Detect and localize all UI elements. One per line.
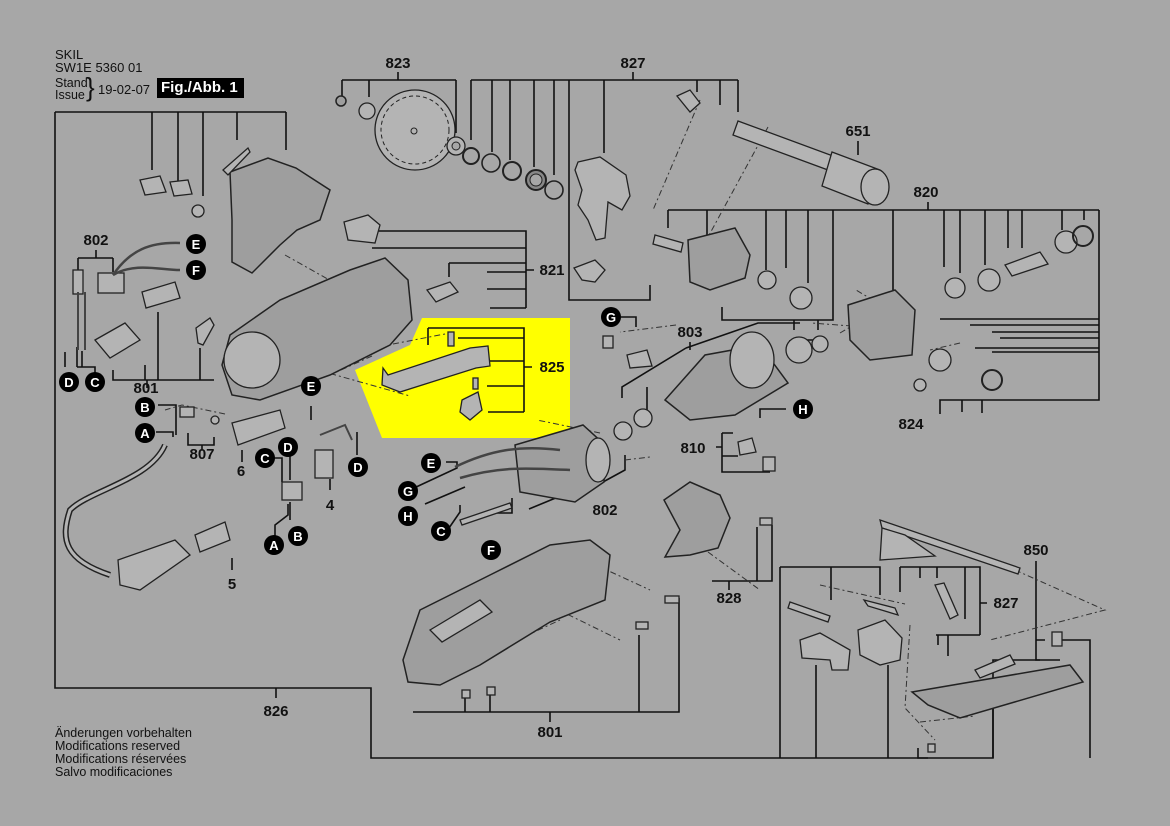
connector-H: H	[398, 506, 418, 526]
connector-H: H	[793, 399, 813, 419]
connector-C: C	[85, 372, 105, 392]
connector-D: D	[348, 457, 368, 477]
connector-F: F	[186, 260, 206, 280]
label-827-top: 827	[620, 55, 645, 72]
svg-text:D: D	[353, 460, 362, 475]
part-825-lever	[381, 331, 491, 421]
part-number-labels: 823 827 651 820 802 821 825 803 801 807 …	[83, 55, 1048, 741]
label-824: 824	[898, 416, 924, 433]
connector-A: A	[135, 423, 155, 443]
label-826: 826	[263, 703, 288, 720]
label-6: 6	[237, 463, 245, 480]
label-828: 828	[716, 590, 741, 607]
connector-D: D	[278, 437, 298, 457]
note-en: Modifications reserved	[55, 739, 181, 753]
document-header: SKIL SW1E 5360 01	[55, 48, 142, 74]
label-823: 823	[385, 55, 410, 72]
label-820: 820	[913, 184, 938, 201]
svg-text:H: H	[798, 402, 807, 417]
connector-G: G	[398, 481, 418, 501]
main-housing-821	[221, 214, 460, 401]
connector-markers: E F D C B A E D C D A B G H E G H C F	[59, 234, 813, 560]
connector-E: E	[186, 234, 206, 254]
stand-issue-labels: Stand Issue	[55, 76, 88, 102]
field-coil-802	[514, 424, 611, 503]
svg-text:A: A	[140, 426, 150, 441]
armature-803	[613, 331, 829, 441]
connector-E: E	[421, 453, 441, 473]
label-801-left: 801	[133, 380, 158, 397]
svg-text:D: D	[283, 440, 292, 455]
svg-text:C: C	[90, 375, 100, 390]
connector-A: A	[264, 535, 284, 555]
label-825: 825	[539, 359, 564, 376]
label-810: 810	[680, 440, 705, 457]
svg-text:E: E	[307, 379, 316, 394]
stand-label: Stand	[55, 76, 88, 90]
svg-text:B: B	[293, 529, 302, 544]
model-code: SW1E 5360 01	[55, 60, 143, 75]
connector-D: D	[59, 372, 79, 392]
connector-C: C	[255, 448, 275, 468]
knob-651	[732, 120, 890, 206]
note-de: Änderungen vorbehalten	[55, 726, 192, 740]
part-825-highlight	[355, 318, 570, 438]
connector-G: G	[601, 307, 621, 327]
figure-label: Fig./Abb. 1	[157, 78, 244, 98]
label-802-mid: 802	[592, 502, 617, 519]
issue-label: Issue	[55, 88, 85, 102]
svg-text:G: G	[403, 484, 413, 499]
connector-B: B	[288, 526, 308, 546]
svg-text:C: C	[260, 451, 270, 466]
label-807: 807	[189, 446, 214, 463]
svg-text:D: D	[64, 375, 73, 390]
label-802-left: 802	[83, 232, 108, 249]
base-plate	[910, 654, 1085, 719]
svg-text:H: H	[403, 509, 412, 524]
label-5: 5	[228, 576, 236, 593]
modification-notes: Änderungen vorbehalten Modifications res…	[55, 727, 192, 779]
motor-cover-801	[402, 539, 611, 686]
svg-text:B: B	[140, 400, 149, 415]
svg-text:E: E	[192, 237, 201, 252]
label-821: 821	[539, 262, 564, 279]
svg-text:C: C	[436, 524, 446, 539]
label-801-bottom: 801	[537, 724, 562, 741]
connector-B: B	[135, 397, 155, 417]
label-827-bottom: 827	[993, 595, 1018, 612]
connector-E: E	[301, 376, 321, 396]
label-4: 4	[326, 497, 335, 514]
issue-date: 19-02-07	[98, 82, 151, 97]
svg-text:G: G	[606, 310, 616, 325]
brand-name: SKIL	[55, 47, 84, 62]
label-850: 850	[1023, 542, 1048, 559]
connector-F: F	[481, 540, 501, 560]
saw-blade	[374, 89, 456, 171]
connector-C: C	[431, 521, 451, 541]
brace-icon: }	[86, 72, 95, 102]
label-803: 803	[677, 324, 702, 341]
rip-fence-850	[879, 518, 1021, 575]
svg-text:A: A	[269, 538, 279, 553]
part-drawings	[62, 89, 1094, 753]
note-es: Salvo modificaciones	[55, 765, 173, 779]
svg-text:E: E	[427, 456, 436, 471]
label-651: 651	[845, 123, 870, 140]
svg-text:F: F	[487, 543, 495, 558]
note-fr: Modifications réservées	[55, 752, 187, 766]
svg-text:F: F	[192, 263, 200, 278]
